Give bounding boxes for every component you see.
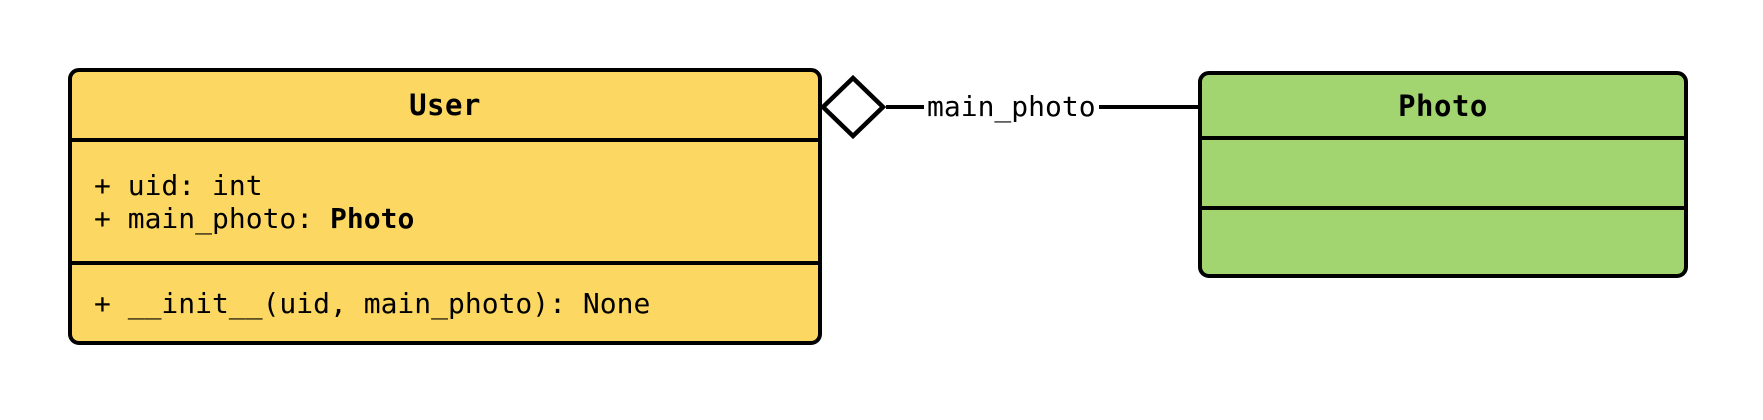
class-box-photo: Photo: [1198, 71, 1688, 278]
attribute-text: + uid: int: [94, 168, 263, 202]
method-row: + __init__(uid, main_photo): None: [94, 287, 796, 320]
class-title-photo: Photo: [1398, 88, 1488, 123]
relationship-line: [1098, 105, 1200, 109]
methods-section-photo: [1202, 206, 1684, 274]
class-box-user: User + uid: int + main_photo: Photo + __…: [68, 68, 822, 345]
attribute-text: + main_photo:: [94, 201, 331, 235]
relationship-line: [886, 105, 924, 109]
attribute-row: + main_photo: Photo: [94, 202, 796, 235]
attributes-section-user: + uid: int + main_photo: Photo: [72, 138, 818, 261]
attribute-type-bold: Photo: [330, 201, 415, 235]
methods-section-user: + __init__(uid, main_photo): None: [72, 261, 818, 341]
aggregation-diamond-icon: [820, 75, 886, 139]
class-title-user: User: [409, 88, 481, 122]
relationship-label: main_photo: [927, 89, 1096, 123]
attribute-row: + uid: int: [94, 169, 796, 202]
method-text: + __init__(uid, main_photo): None: [94, 286, 651, 320]
aggregation-connector: main_photo: [820, 75, 1200, 139]
attributes-section-photo: [1202, 136, 1684, 206]
